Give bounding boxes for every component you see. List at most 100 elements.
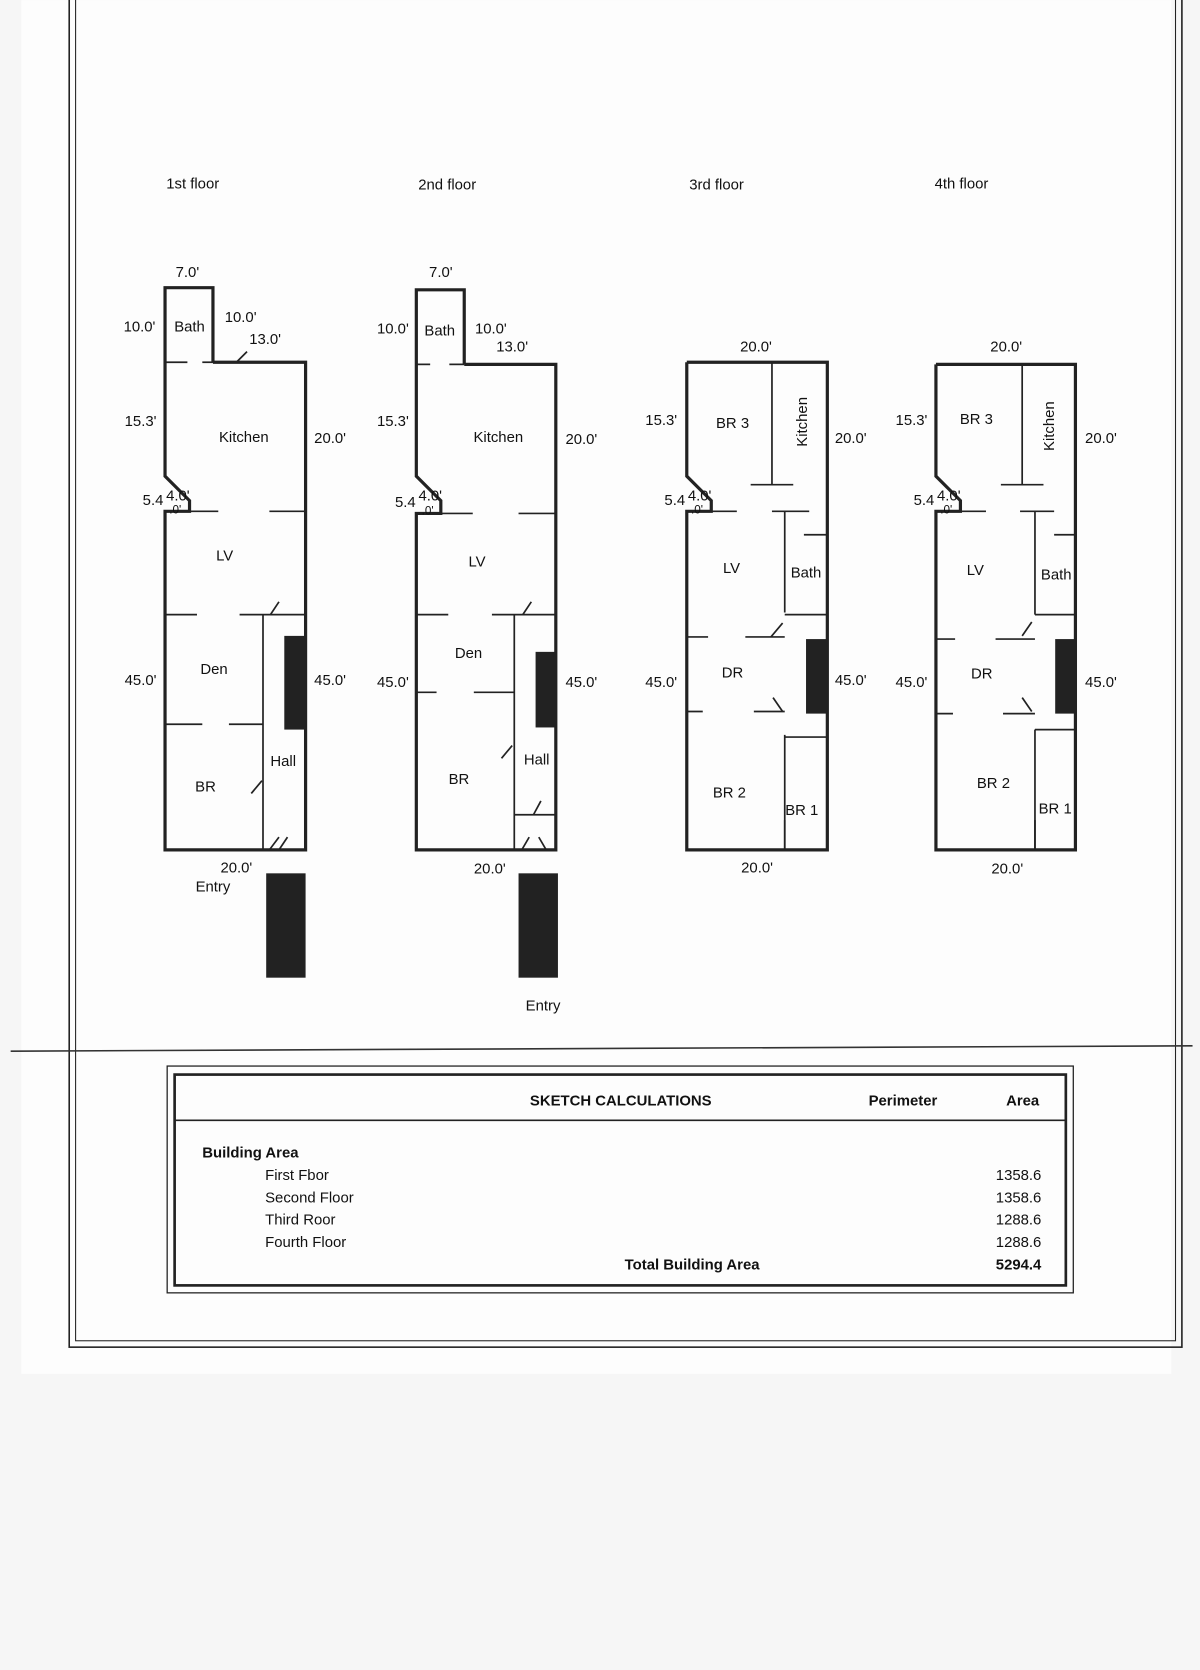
dimension-label: 5.4 xyxy=(914,493,935,509)
room-label-hall: Hall xyxy=(524,753,550,769)
dimension-label: 10.0' xyxy=(475,321,507,337)
room-label-bath: Bath xyxy=(174,319,205,335)
dimension-label: 7.0' xyxy=(429,265,453,281)
dimension-label: 45.0' xyxy=(314,673,346,689)
dimension-label: .0' xyxy=(691,503,703,516)
dimension-label: 4.0' xyxy=(418,489,442,505)
dimension-label: 20.0' xyxy=(220,860,252,876)
room-label-lv: LV xyxy=(216,548,233,564)
room-label-kitchen: Kitchen xyxy=(473,430,523,446)
stairs-icon xyxy=(1055,639,1076,714)
dimension-label: 45.0' xyxy=(565,675,597,691)
floor-plan-1: 1st floor 7.0' 10.0' Bath 10.0' 13.0' 15… xyxy=(124,177,346,978)
row-area: 1358.6 xyxy=(996,1168,1042,1184)
page-border xyxy=(10,0,1193,1348)
dimension-label: 5.4 xyxy=(395,495,416,511)
room-label-entry: Entry xyxy=(526,999,561,1015)
dimension-label: 20.0' xyxy=(314,431,346,447)
floor-title: 4th floor xyxy=(935,177,989,193)
dimension-label: 4.0' xyxy=(166,489,190,505)
dimension-label: 4.0' xyxy=(688,489,712,505)
room-label-dr: DR xyxy=(971,666,993,682)
dimension-label: 13.0' xyxy=(249,332,281,348)
room-label-den: Den xyxy=(455,646,482,662)
table-title: SKETCH CALCULATIONS xyxy=(530,1093,712,1109)
total-area: 5294.4 xyxy=(996,1257,1042,1273)
room-label-kitchen: Kitchen xyxy=(1042,401,1058,451)
total-label: Total Building Area xyxy=(625,1257,761,1273)
column-header-area: Area xyxy=(1006,1093,1040,1109)
room-label-br1: BR 1 xyxy=(785,803,818,819)
room-label-kitchen: Kitchen xyxy=(795,397,811,447)
floor-plan-2: 2nd floor 7.0' 10.0' Bath 10.0' 13.0' 15… xyxy=(377,178,597,1015)
room-label-bath: Bath xyxy=(1041,567,1072,583)
floor-title: 3rd floor xyxy=(689,178,744,194)
room-label-br1: BR 1 xyxy=(1039,802,1072,818)
row-label: Third Roor xyxy=(265,1213,335,1229)
room-label-br: BR xyxy=(449,772,470,788)
dimension-label: 15.3' xyxy=(645,413,677,429)
sketch-calculations-table: SKETCH CALCULATIONS Perimeter Area Build… xyxy=(166,1065,1074,1294)
dimension-label: 45.0' xyxy=(125,673,157,689)
column-header-perimeter: Perimeter xyxy=(869,1093,938,1109)
stairs-icon xyxy=(806,639,828,714)
dimension-label: 15.3' xyxy=(125,414,157,430)
dimension-label: 20.0' xyxy=(990,340,1022,356)
dimension-label: 45.0' xyxy=(1085,675,1117,691)
row-label: Fourth Floor xyxy=(265,1235,346,1251)
table-row: Fourth Floor 1288.6 xyxy=(265,1235,1041,1251)
row-area: 1288.6 xyxy=(996,1213,1042,1229)
room-label-bath: Bath xyxy=(424,324,455,340)
dimension-label: 20.0' xyxy=(474,861,506,877)
room-label-lv: LV xyxy=(723,561,740,577)
dimension-label: 10.0' xyxy=(124,319,156,335)
row-area: 1288.6 xyxy=(996,1235,1042,1251)
dimension-label: 20.0' xyxy=(565,432,597,448)
dimension-label: 5.4 xyxy=(143,493,164,509)
table-row: Third Roor 1288.6 xyxy=(265,1213,1041,1229)
dimension-label: 45.0' xyxy=(835,673,867,689)
room-label-hall: Hall xyxy=(270,754,296,770)
dimension-label: 7.0' xyxy=(176,265,200,281)
room-label-bath: Bath xyxy=(791,565,822,581)
room-label-lv: LV xyxy=(468,555,485,571)
room-label-br3: BR 3 xyxy=(716,416,749,432)
floor-title: 1st floor xyxy=(166,177,219,193)
row-area: 1358.6 xyxy=(996,1190,1042,1206)
room-label-br3: BR 3 xyxy=(960,412,993,428)
dimension-label: 5.4 xyxy=(664,493,685,509)
dimension-label: 20.0' xyxy=(740,340,772,356)
dimension-label: 20.0' xyxy=(741,860,773,876)
dimension-label: 4.0' xyxy=(937,489,961,505)
dimension-label: .0' xyxy=(422,505,434,518)
dimension-label: 20.0' xyxy=(835,431,867,447)
dimension-label: 10.0' xyxy=(377,321,409,337)
floor-title: 2nd floor xyxy=(418,178,476,194)
dimension-label: 13.0' xyxy=(496,340,528,356)
stairs-icon xyxy=(266,635,306,978)
row-label: First Fbor xyxy=(265,1168,329,1184)
table-row: Second Floor 1358.6 xyxy=(265,1190,1041,1206)
room-label-kitchen: Kitchen xyxy=(219,430,269,446)
room-label-br: BR xyxy=(195,779,216,795)
row-label: Second Floor xyxy=(265,1190,354,1206)
floor-plan-4: 4th floor 20.0' 15.3' BR 3 Kitchen 20.0'… xyxy=(896,177,1118,878)
section-label: Building Area xyxy=(202,1146,299,1162)
dimension-label: 15.3' xyxy=(377,414,409,430)
dimension-label: 45.0' xyxy=(377,675,409,691)
floor-plan-3: 3rd floor 20.0' 15.3' BR 3 Kitchen 20.0'… xyxy=(645,178,867,877)
room-label-lv: LV xyxy=(967,563,984,579)
dimension-label: .0' xyxy=(940,503,952,516)
room-label-den: Den xyxy=(200,662,227,678)
room-label-entry: Entry xyxy=(196,879,231,895)
dimension-label: 45.0' xyxy=(645,675,677,691)
room-label-br2: BR 2 xyxy=(977,776,1010,792)
dimension-label: 20.0' xyxy=(991,861,1023,877)
dimension-label: 15.3' xyxy=(896,413,928,429)
table-row: First Fbor 1358.6 xyxy=(265,1168,1041,1184)
room-label-dr: DR xyxy=(722,665,744,681)
dimension-label: 45.0' xyxy=(896,675,928,691)
dimension-label: 10.0' xyxy=(225,310,257,326)
dimension-label: 20.0' xyxy=(1085,431,1117,447)
